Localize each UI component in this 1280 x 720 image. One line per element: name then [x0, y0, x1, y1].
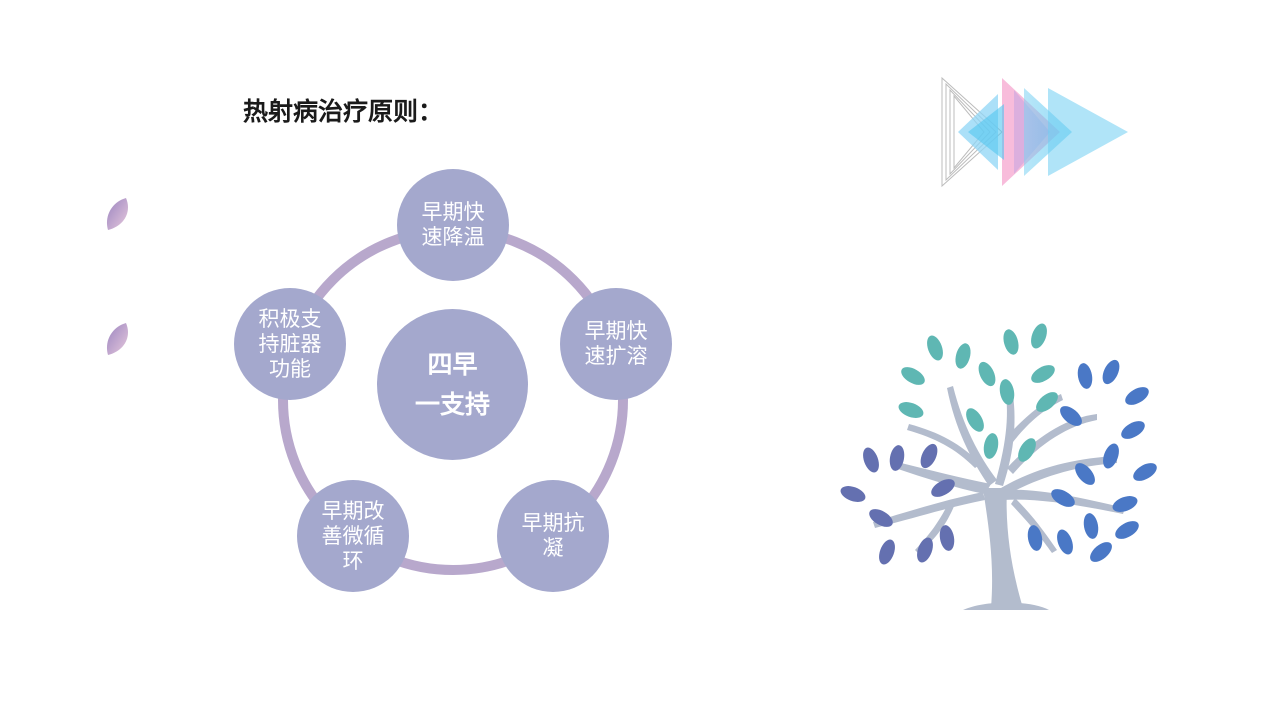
tree-icon	[840, 323, 1157, 610]
node-label: 早期改 善微循 环	[321, 498, 385, 573]
node-rapid-cooling: 早期快 速降温	[397, 169, 509, 281]
slide-title: 热射病治疗原则：	[243, 97, 444, 126]
node-label: 早期抗 凝	[521, 511, 585, 560]
node-organ-support: 积极支 持脏器 功能	[234, 288, 346, 400]
leaf-bullet-icon	[106, 323, 128, 355]
node-label: 积极支 持脏器 功能	[258, 306, 322, 381]
leaf-bullet-icon	[106, 198, 128, 230]
node-improve-microcirculation: 早期改 善微循 环	[297, 480, 409, 592]
node-label: 早期快 速降温	[421, 200, 485, 249]
triangle-arrows-icon	[941, 76, 1128, 188]
node-label: 早期快 速扩溶	[584, 319, 648, 368]
node-early-anticoagulation: 早期抗 凝	[497, 480, 609, 592]
center-node-label: 四早 一支持	[414, 349, 490, 419]
node-rapid-volume-expansion: 早期快 速扩溶	[560, 288, 672, 400]
center-node: 四早 一支持	[377, 309, 528, 460]
